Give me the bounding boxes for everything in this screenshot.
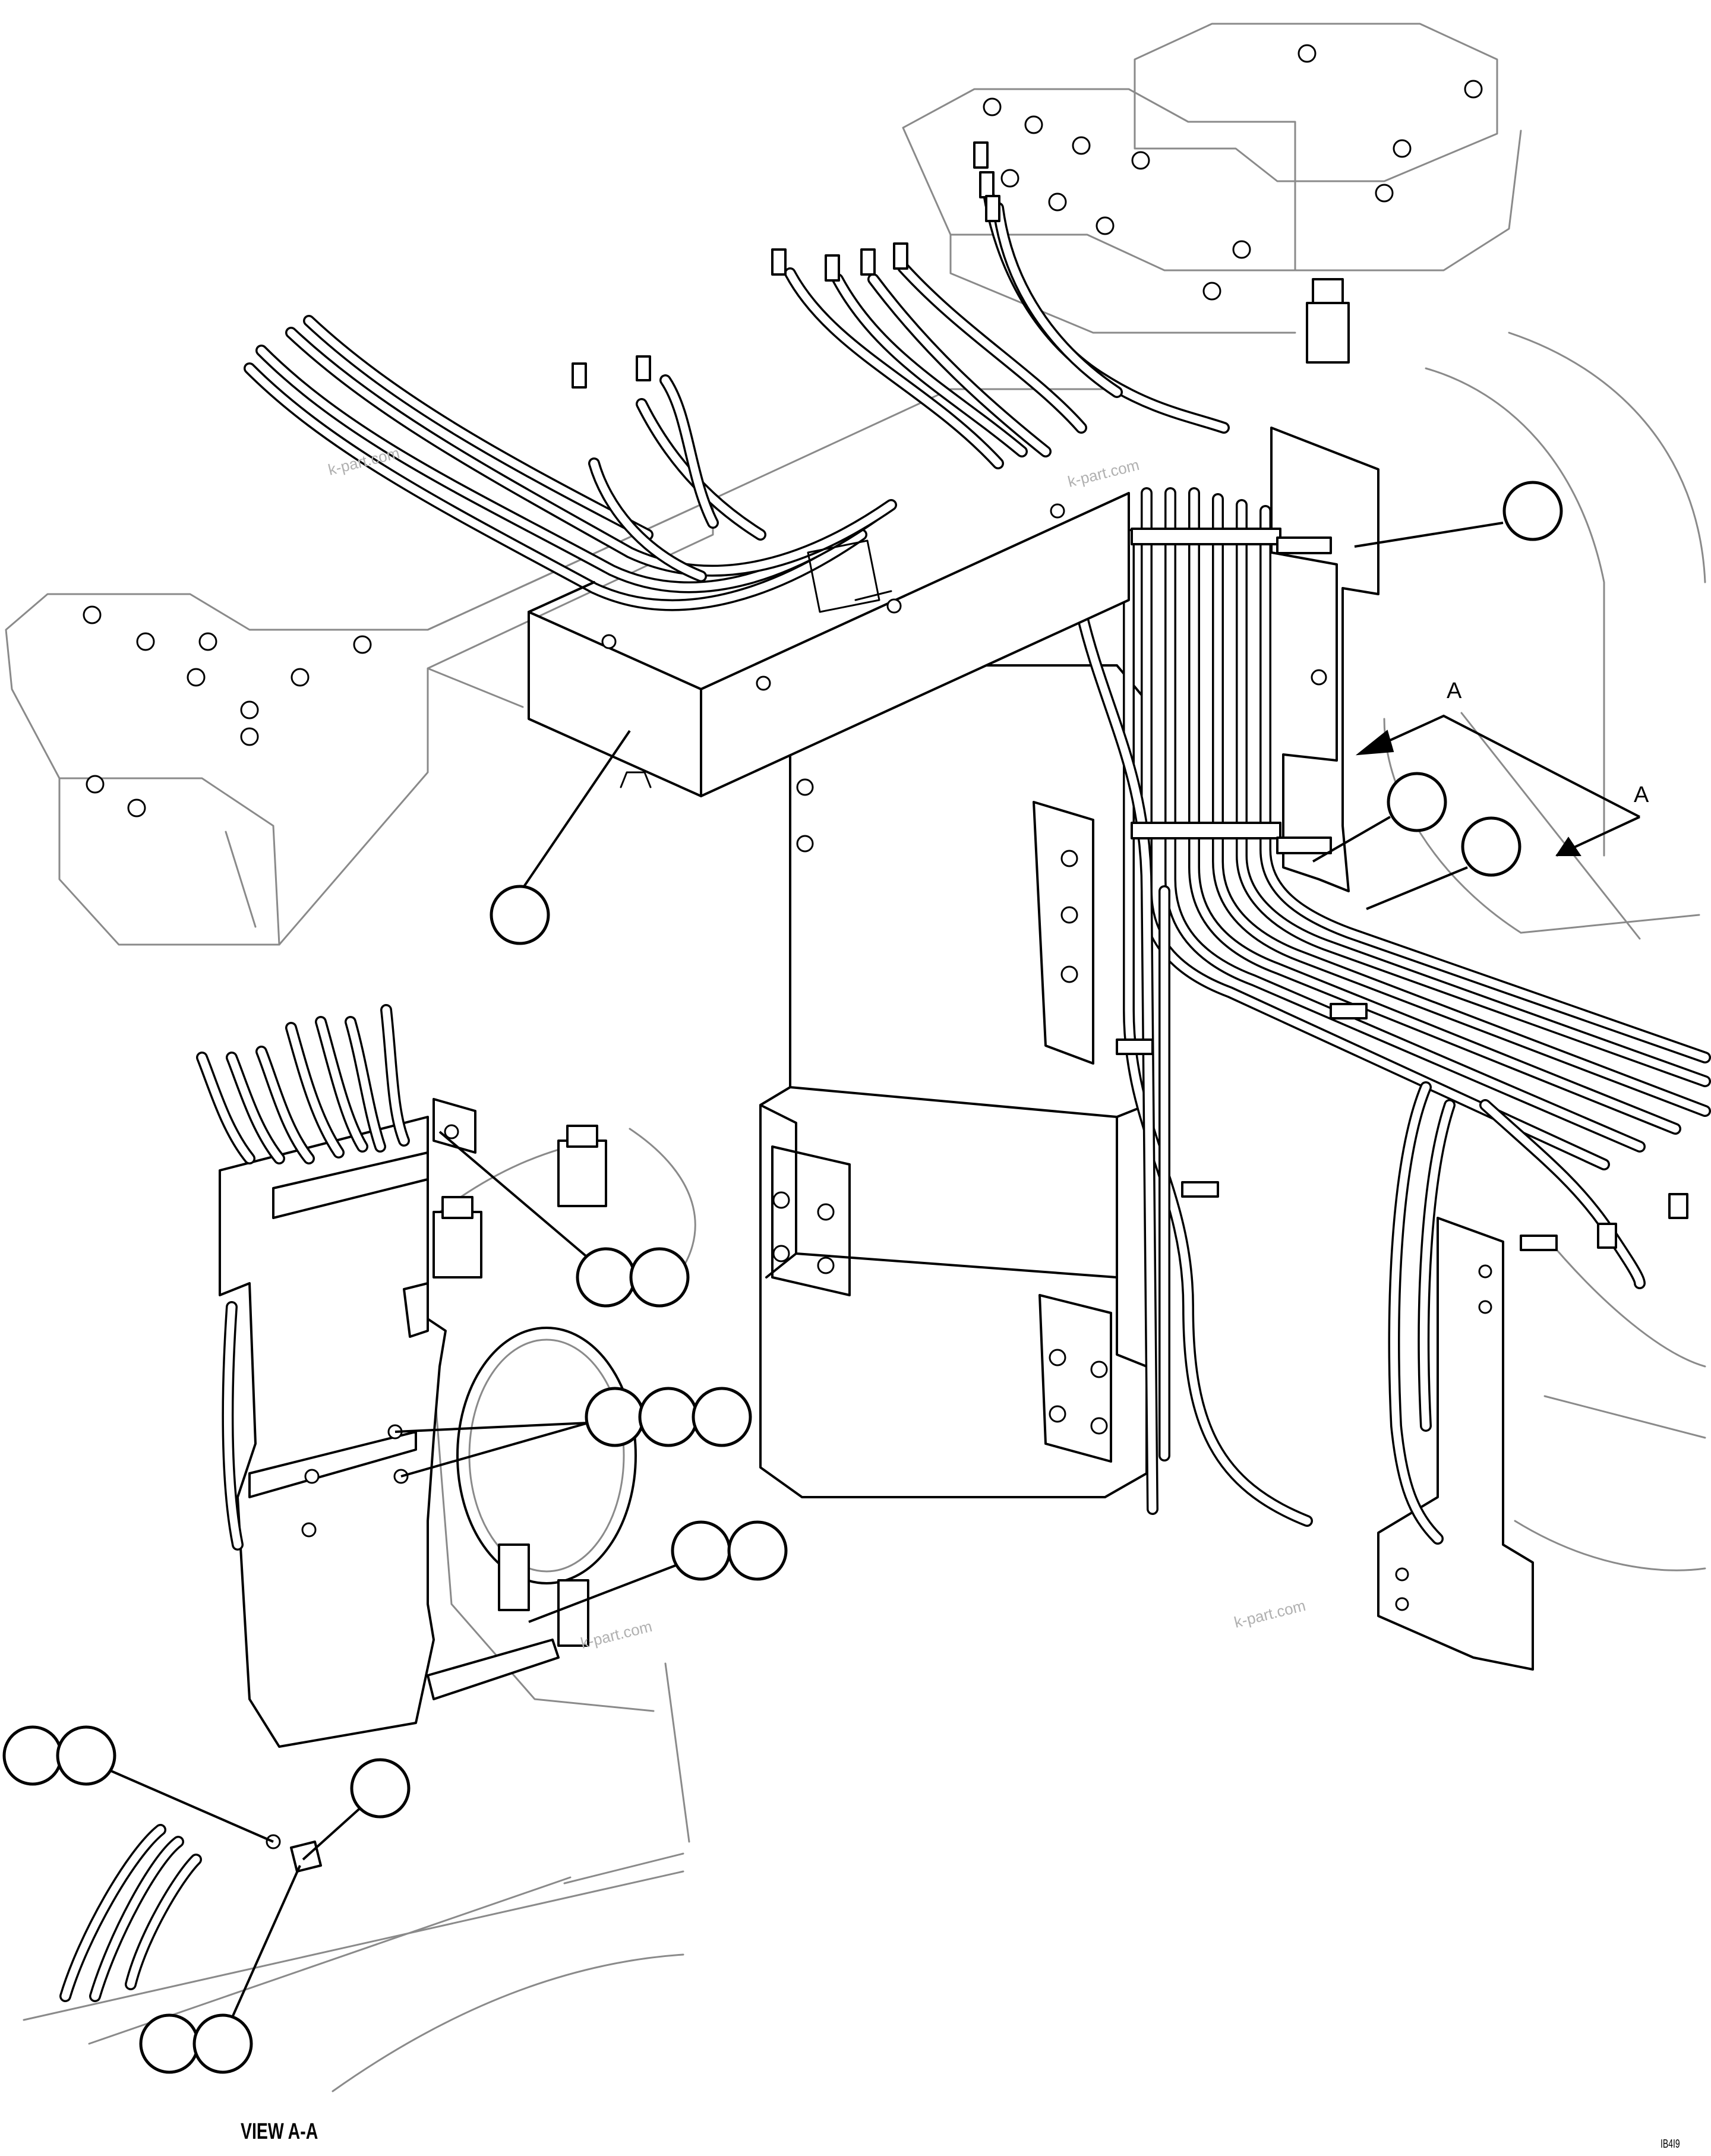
drawing-code: IB4I9 [1661, 2136, 1680, 2150]
callout-circle [629, 1247, 690, 1308]
callout-circle [56, 1725, 116, 1786]
hose-clamps [1116, 528, 1558, 1251]
callout-circle [1502, 481, 1563, 541]
callout-circle [139, 2013, 200, 2074]
callout-circle [671, 1520, 731, 1581]
watermark: k-part.com [1232, 1596, 1307, 1631]
center-frame-member [759, 664, 1148, 1498]
view-a-a-inset [23, 1004, 696, 2092]
callout-circle [638, 1387, 699, 1447]
callout-circle [692, 1387, 752, 1447]
callout-circle [350, 1758, 411, 1819]
callout-circle [2, 1725, 63, 1786]
callout-circle [576, 1247, 636, 1308]
section-arrows [1355, 714, 1640, 857]
bracket-plate-lower [1377, 1217, 1534, 1671]
callout-circle [1461, 816, 1521, 877]
watermark: k-part.com [1066, 456, 1141, 491]
section-label-a-right: A [1634, 782, 1649, 807]
watermark: k-part.com [579, 1617, 654, 1652]
frame-holes [83, 44, 1483, 817]
view-title: VIEW A-A [241, 2119, 318, 2144]
hose-fittings [572, 141, 1688, 1249]
callouts [2, 481, 1563, 2074]
hose-bundle-main [244, 172, 1711, 1545]
callout-circle [490, 885, 550, 945]
section-label-a-upper: A [1447, 678, 1462, 703]
callout-circle [1387, 772, 1447, 832]
callout-circle [192, 2013, 253, 2074]
hose-cover-box [528, 492, 1130, 797]
bracket-plate-upper [1270, 427, 1379, 892]
callout-circle [727, 1520, 788, 1581]
callout-circle [585, 1387, 645, 1447]
